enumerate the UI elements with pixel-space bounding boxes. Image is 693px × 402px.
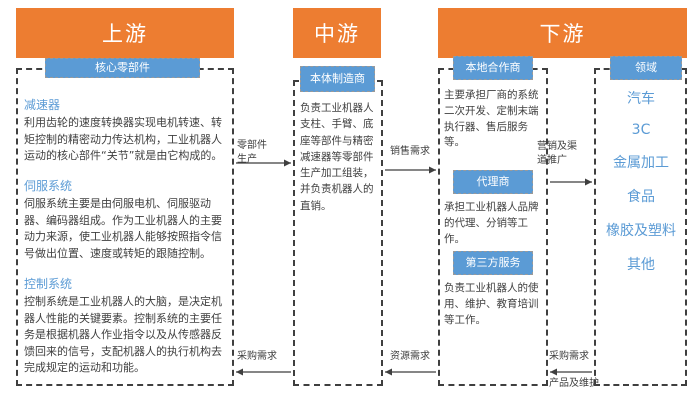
header-midstream: 中游 xyxy=(293,8,381,58)
flow-label-sales-demand: 销售需求 xyxy=(390,146,430,157)
local-partner-description: 主要承担厂商的系统二次开发、定制末端执行器、售后服务等。 xyxy=(444,89,539,149)
flow-label-product-maintenance: 产品及维护 xyxy=(549,378,599,389)
chip-local-partner[interactable]: 本地合作商 xyxy=(453,56,533,80)
field-item: 金属加工 xyxy=(613,155,669,171)
chip-agent[interactable]: 代理商 xyxy=(453,170,533,194)
chip-third-party-service[interactable]: 第三方服务 xyxy=(453,251,533,275)
application-fields-list: 汽车 3C 金属加工 食品 橡胶及塑料 其他 xyxy=(596,88,686,274)
flow-label-procurement-right: 采购需求 xyxy=(549,351,589,362)
section-servo-title: 伺服系统 xyxy=(24,179,73,193)
field-item: 其他 xyxy=(627,257,655,273)
section-reducer: 减速器 利用齿轮的速度转换器实现电机转速、转矩控制的精密动力传达机构，工业机器人… xyxy=(24,96,228,165)
flow-label-resource-demand: 资源需求 xyxy=(390,351,430,362)
chip-body-manufacturer[interactable]: 本体制造商 xyxy=(300,66,375,92)
midstream-description: 负责工业机器人支柱、手臂、底座等部件与精密减速器等零部件生产加工组装，并负责机器… xyxy=(300,102,374,212)
chip-application-fields[interactable]: 领域 xyxy=(610,56,682,80)
third-party-service-description: 负责工业机器人的使用、维护、教育培训等工作。 xyxy=(444,282,539,326)
section-servo-body: 伺服系统主要是由伺服电机、伺服驱动器、编码器组成。作为工业机器人的主要动力来源，… xyxy=(24,197,222,260)
header-downstream: 下游 xyxy=(438,8,687,58)
section-servo-system: 伺服系统 伺服系统主要是由伺服电机、伺服驱动器、编码器组成。作为工业机器人的主要… xyxy=(24,177,228,262)
section-reducer-title: 减速器 xyxy=(24,98,61,112)
field-item: 3C xyxy=(631,122,651,138)
field-item: 食品 xyxy=(627,189,655,205)
section-control-body: 控制系统是工业机器人的大脑，是决定机器人性能的关键要素。控制系统的主要任务是根据… xyxy=(24,295,222,374)
agent-description: 承担工业机器人品牌的代理、分销等工作。 xyxy=(444,201,539,245)
section-reducer-body: 利用齿轮的速度转换器实现电机转速、转矩控制的精密动力传达机构，工业机器人运动的核… xyxy=(24,116,223,162)
flow-label-parts-production: 零部件 生产 xyxy=(237,140,267,165)
header-upstream: 上游 xyxy=(16,8,234,58)
flow-label-procurement-left: 采购需求 xyxy=(237,351,277,362)
flow-label-marketing-channel: 营销及渠 道推广 xyxy=(537,141,577,166)
chip-core-components[interactable]: 核心零部件 xyxy=(45,58,200,78)
field-item: 汽车 xyxy=(627,91,655,107)
section-control-system: 控制系统 控制系统是工业机器人的大脑，是决定机器人性能的关键要素。控制系统的主要… xyxy=(24,275,228,377)
field-item: 橡胶及塑料 xyxy=(606,223,676,239)
section-control-title: 控制系统 xyxy=(24,277,73,291)
